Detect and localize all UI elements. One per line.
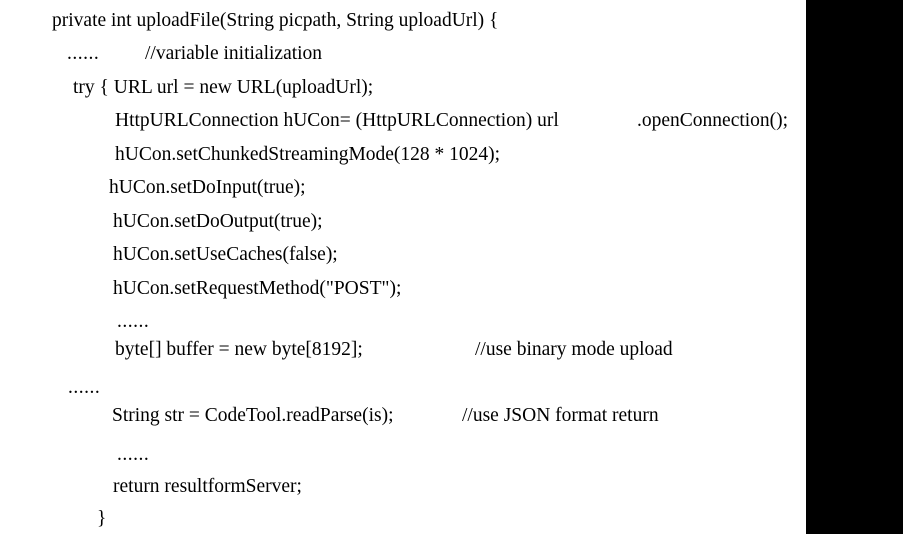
code-line: try { URL url = new URL(uploadUrl); bbox=[0, 71, 806, 105]
code-line: byte[] buffer = new byte[8192]; //use bin… bbox=[0, 333, 806, 367]
code-line: hUCon.setRequestMethod("POST"); bbox=[0, 272, 806, 306]
code-line: hUCon.setDoInput(true); bbox=[0, 171, 806, 205]
code-line: ...... bbox=[0, 438, 806, 472]
code-text: hUCon.setRequestMethod("POST"); bbox=[113, 278, 402, 299]
code-text: private int uploadFile(String picpath, S… bbox=[52, 10, 499, 31]
code-ellipsis: ...... bbox=[117, 444, 150, 465]
code-line: ...... bbox=[0, 305, 806, 339]
code-line: HttpURLConnection hUCon= (HttpURLConnect… bbox=[0, 104, 806, 138]
code-text: .openConnection(); bbox=[637, 110, 789, 131]
code-comment: //variable initialization bbox=[145, 43, 323, 64]
code-text: HttpURLConnection hUCon= (HttpURLConnect… bbox=[115, 110, 559, 131]
code-ellipsis: ...... bbox=[68, 377, 101, 398]
code-text: String str = CodeTool.readParse(is); bbox=[112, 405, 394, 426]
code-text: hUCon.setDoOutput(true); bbox=[113, 211, 323, 232]
code-listing-page: private int uploadFile(String picpath, S… bbox=[0, 4, 806, 534]
code-comment: //use JSON format return bbox=[462, 405, 659, 426]
code-line: hUCon.setChunkedStreamingMode(128 * 1024… bbox=[0, 138, 806, 172]
code-text: try { URL url = new URL(uploadUrl); bbox=[73, 77, 374, 98]
code-ellipsis: ...... bbox=[67, 43, 100, 64]
code-text: } bbox=[97, 508, 107, 529]
code-line: ...... //variable initialization bbox=[0, 37, 806, 71]
code-text: hUCon.setDoInput(true); bbox=[109, 177, 306, 198]
code-line: hUCon.setDoOutput(true); bbox=[0, 205, 806, 239]
code-text: hUCon.setUseCaches(false); bbox=[113, 244, 338, 265]
right-black-bar bbox=[806, 0, 903, 534]
code-comment: //use binary mode upload bbox=[475, 339, 673, 360]
code-line: } bbox=[0, 502, 806, 534]
code-line: hUCon.setUseCaches(false); bbox=[0, 238, 806, 272]
code-line: private int uploadFile(String picpath, S… bbox=[0, 4, 806, 38]
code-line: return resultformServer; bbox=[0, 470, 806, 504]
code-ellipsis: ...... bbox=[117, 311, 150, 332]
code-text: byte[] buffer = new byte[8192]; bbox=[115, 339, 363, 360]
code-line: ...... bbox=[0, 371, 806, 405]
code-line: String str = CodeTool.readParse(is); //us… bbox=[0, 399, 806, 433]
code-text: hUCon.setChunkedStreamingMode(128 * 1024… bbox=[115, 144, 501, 165]
code-text: return resultformServer; bbox=[113, 476, 302, 497]
